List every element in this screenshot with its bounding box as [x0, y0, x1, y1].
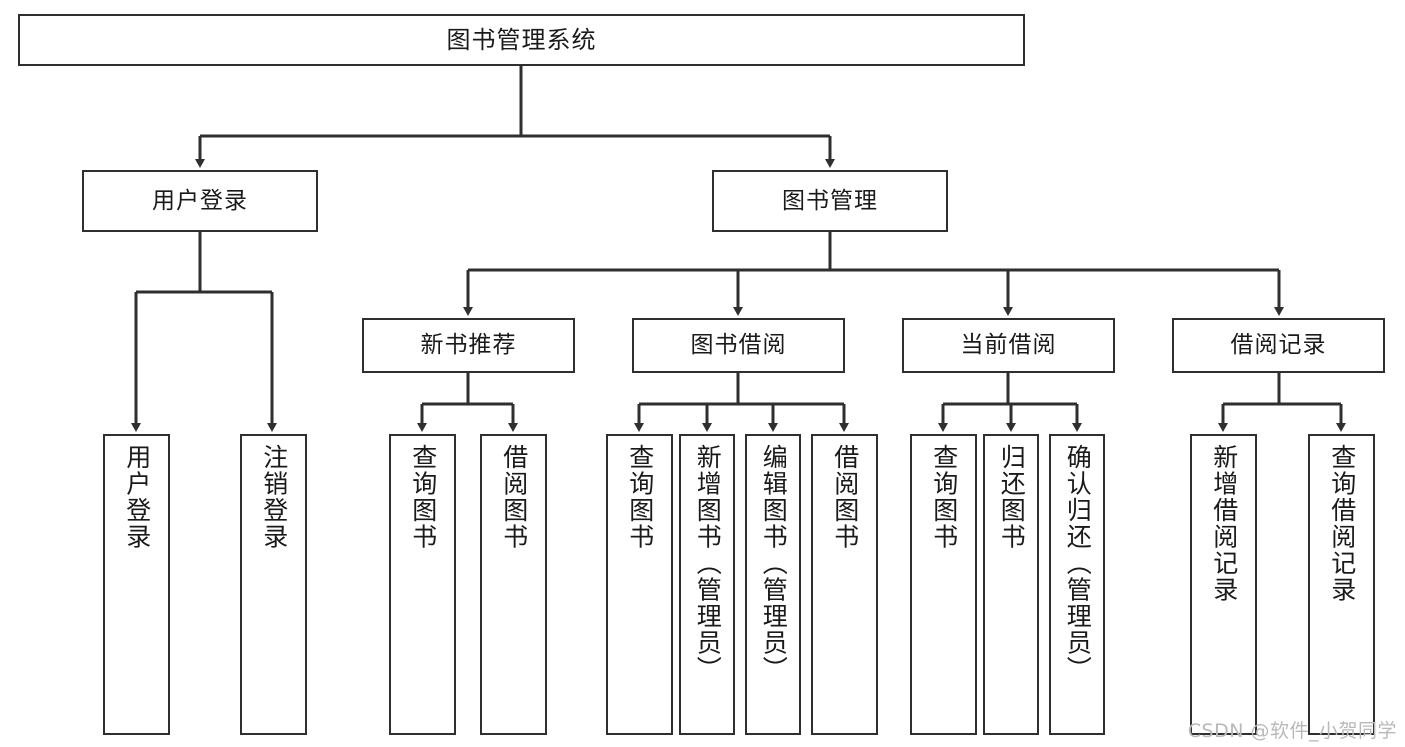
node-leaf-user-logout-label: 注销登录 [259, 444, 289, 550]
node-leaf-query-book-rec[interactable]: 查询图书 [389, 434, 456, 735]
node-leaf-edit-book[interactable]: 编辑图书（管理员） [745, 434, 801, 735]
csdn-watermark: CSDN @软件_小贺同学 [1187, 720, 1397, 742]
node-new-book-rec[interactable]: 新书推荐 [362, 318, 575, 373]
node-current-borrow-label: 当前借阅 [960, 332, 1057, 358]
node-user-login[interactable]: 用户登录 [82, 170, 318, 232]
node-book-borrow[interactable]: 图书借阅 [632, 318, 845, 373]
node-leaf-return-book-label: 归还图书 [997, 444, 1027, 550]
node-leaf-query-book-cur-label: 查询图书 [929, 444, 959, 550]
node-user-login-label: 用户登录 [152, 187, 248, 214]
node-leaf-borrow-book-rec[interactable]: 借阅图书 [480, 434, 547, 735]
node-leaf-query-book-rec-label: 查询图书 [408, 444, 438, 550]
node-leaf-query-book-label: 查询图书 [625, 444, 655, 550]
node-leaf-query-book[interactable]: 查询图书 [606, 434, 673, 735]
node-borrow-record-label: 借阅记录 [1230, 332, 1327, 358]
node-leaf-user-login[interactable]: 用户登录 [103, 434, 170, 735]
node-leaf-user-login-label: 用户登录 [122, 444, 152, 550]
node-leaf-query-record-label: 查询借阅记录 [1327, 444, 1357, 603]
node-leaf-confirm-return-label: 确认归还（管理员） [1063, 444, 1093, 683]
node-root-label: 图书管理系统 [446, 26, 597, 54]
node-leaf-add-book-label: 新增图书（管理员） [693, 444, 723, 683]
node-leaf-query-book-cur[interactable]: 查询图书 [910, 434, 977, 735]
node-book-manage[interactable]: 图书管理 [712, 170, 948, 232]
node-leaf-query-record[interactable]: 查询借阅记录 [1308, 434, 1375, 735]
node-leaf-borrow-book[interactable]: 借阅图书 [811, 434, 878, 735]
node-book-borrow-label: 图书借阅 [690, 332, 787, 358]
node-new-book-rec-label: 新书推荐 [420, 332, 517, 358]
node-leaf-edit-book-label: 编辑图书（管理员） [759, 444, 789, 683]
node-leaf-add-record[interactable]: 新增借阅记录 [1190, 434, 1257, 735]
node-leaf-add-book[interactable]: 新增图书（管理员） [679, 434, 735, 735]
node-book-manage-label: 图书管理 [782, 187, 878, 214]
node-borrow-record[interactable]: 借阅记录 [1172, 318, 1385, 373]
node-leaf-borrow-book-label: 借阅图书 [830, 444, 860, 550]
node-root[interactable]: 图书管理系统 [18, 14, 1025, 66]
node-current-borrow[interactable]: 当前借阅 [902, 318, 1115, 373]
node-leaf-confirm-return[interactable]: 确认归还（管理员） [1049, 434, 1105, 735]
node-leaf-add-record-label: 新增借阅记录 [1209, 444, 1239, 603]
node-leaf-user-logout[interactable]: 注销登录 [240, 434, 307, 735]
node-leaf-return-book[interactable]: 归还图书 [983, 434, 1039, 735]
node-leaf-borrow-book-rec-label: 借阅图书 [499, 444, 529, 550]
